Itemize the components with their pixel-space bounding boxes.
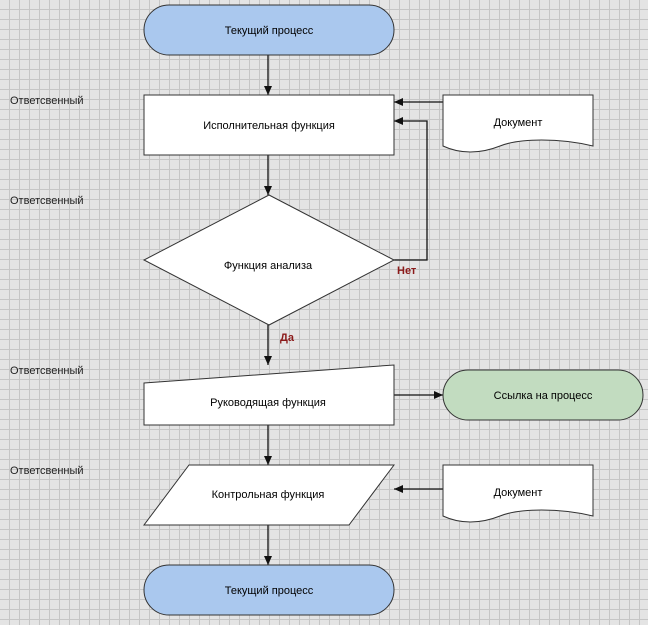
end-process-label: Текущий процесс (225, 585, 314, 597)
branch-no-label: Нет (397, 265, 417, 277)
branch-yes-label: Да (280, 332, 295, 344)
control-function-label: Контрольная функция (212, 489, 325, 501)
document-1-label: Документ (494, 117, 543, 129)
start-process-terminator[interactable]: Текущий процесс (143, 4, 395, 56)
managing-function-box[interactable]: Руководящая функция (143, 364, 395, 426)
responsible-label-1: Ответсвенный (10, 95, 84, 107)
process-reference-terminator[interactable]: Ссылка на процесс (442, 369, 644, 421)
document-2-label: Документ (494, 487, 543, 499)
analysis-decision-label: Функция анализа (224, 260, 313, 272)
connectors (264, 55, 443, 565)
start-process-label: Текущий процесс (225, 25, 314, 37)
managing-function-label: Руководящая функция (210, 397, 326, 409)
document-shape-2[interactable]: Документ (442, 464, 594, 523)
executive-function-label: Исполнительная функция (203, 120, 335, 132)
process-reference-label: Ссылка на процесс (494, 390, 593, 402)
responsible-label-3: Ответсвенный (10, 365, 84, 377)
responsible-label-2: Ответсвенный (10, 195, 84, 207)
executive-function-box[interactable]: Исполнительная функция (143, 94, 395, 156)
document-shape-1[interactable]: Документ (442, 94, 594, 153)
responsible-label-4: Ответсвенный (10, 465, 84, 477)
end-process-terminator[interactable]: Текущий процесс (143, 564, 395, 616)
control-function-box[interactable]: Контрольная функция (143, 464, 395, 526)
arrow-no-loop-back (394, 117, 428, 261)
analysis-decision-diamond[interactable]: Функция анализа (142, 194, 396, 326)
